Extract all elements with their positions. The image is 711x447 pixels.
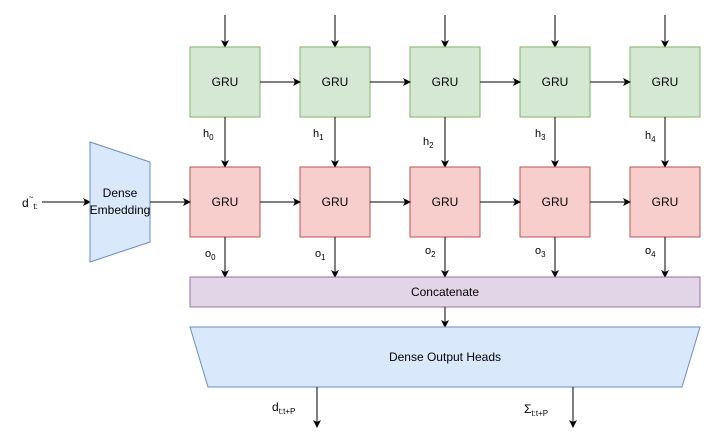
- output-labels: o0 o1 o2 o3 o4: [205, 245, 656, 262]
- input-section: d~t: Dense Embedding: [22, 141, 191, 263]
- gru-bottom-3-label: GRU: [542, 195, 569, 209]
- gru-top-3-label: GRU: [542, 75, 569, 89]
- gru-bottom-0: GRU: [189, 166, 261, 238]
- gru-bottom-row: GRU GRU GRU GRU GRU: [189, 166, 701, 238]
- gru-top-4: GRU: [629, 46, 701, 118]
- dense-embedding-block: Dense Embedding: [89, 141, 151, 263]
- concatenate-block: Concatenate: [189, 276, 701, 308]
- dense-embedding-line1: Dense: [103, 186, 138, 200]
- covariance-output-label: Σt:t+P: [524, 402, 548, 418]
- gru-top-3: GRU: [519, 46, 591, 118]
- dense-embedding-line2: Embedding: [90, 203, 151, 217]
- gru-top-4-label: GRU: [652, 75, 679, 89]
- gru-top-0: GRU: [189, 46, 261, 118]
- gru-bottom-4-label: GRU: [652, 195, 679, 209]
- gru-top-2: GRU: [409, 46, 481, 118]
- output-label-0: o0: [205, 248, 216, 262]
- hidden-state-arrows: [221, 117, 669, 168]
- gru-bottom-2: GRU: [409, 166, 481, 238]
- hidden-label-2: h2: [423, 136, 434, 150]
- gru-top-row: GRU GRU GRU GRU GRU: [189, 46, 701, 118]
- gru-top-1: GRU: [299, 46, 371, 118]
- hidden-label-4: h4: [645, 130, 656, 144]
- dense-output-heads-block: Dense Output Heads: [189, 326, 701, 388]
- gru-top-2-label: GRU: [432, 75, 459, 89]
- concatenate-label: Concatenate: [411, 285, 479, 299]
- gru-bottom-1: GRU: [299, 166, 371, 238]
- top-input-arrows: [221, 15, 669, 48]
- hidden-label-3: h3: [535, 128, 546, 142]
- dense-output-heads-label: Dense Output Heads: [389, 350, 501, 364]
- gru-bottom-1-label: GRU: [322, 195, 349, 209]
- output-arrows: [221, 237, 669, 278]
- output-label-1: o1: [315, 248, 326, 262]
- hidden-label-1: h1: [313, 128, 324, 142]
- output-label-2: o2: [425, 245, 436, 259]
- output-label-4: o4: [645, 245, 656, 259]
- gru-bottom-3: GRU: [519, 166, 591, 238]
- gru-top-0-label: GRU: [212, 75, 239, 89]
- gru-bottom-4: GRU: [629, 166, 701, 238]
- hidden-state-labels: h0 h1 h2 h3 h4: [203, 128, 656, 150]
- gru-bottom-0-label: GRU: [212, 195, 239, 209]
- gru-bottom-2-label: GRU: [432, 195, 459, 209]
- final-outputs: dt:t+P Σt:t+P: [272, 387, 577, 428]
- output-label-3: o3: [535, 245, 546, 259]
- gru-top-1-label: GRU: [322, 75, 349, 89]
- mean-output-label: dt:t+P: [272, 400, 295, 416]
- input-label: d~t:: [22, 193, 38, 211]
- hidden-label-0: h0: [203, 128, 214, 142]
